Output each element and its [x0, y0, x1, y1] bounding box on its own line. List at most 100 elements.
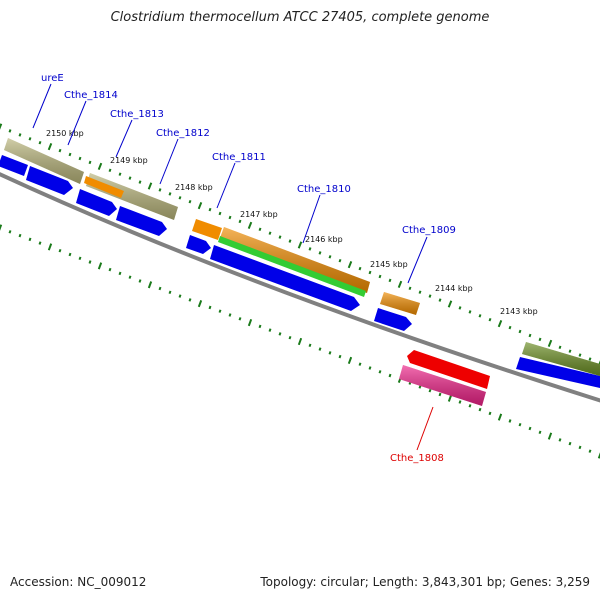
tick-mark — [228, 313, 232, 317]
leader-lines — [32, 83, 434, 451]
tick-mark — [397, 280, 403, 288]
gene-label-cthe1809[interactable]: Cthe_1809 — [402, 225, 456, 236]
tick-mark — [258, 324, 262, 329]
tick-mark — [578, 445, 582, 450]
tick-mark — [8, 129, 12, 133]
tick-mark — [438, 298, 442, 302]
cds-arrow[interactable] — [374, 308, 412, 331]
cds-arrow[interactable] — [186, 235, 211, 254]
gene-label-cthe1808[interactable]: Cthe_1808 — [390, 453, 444, 464]
tick-mark — [297, 337, 303, 346]
tick-mark — [447, 300, 453, 308]
cds-arrow[interactable] — [26, 166, 73, 195]
gene-cthe1813-bar-shade — [86, 173, 178, 220]
tick-mark — [168, 290, 172, 295]
tick-mark — [388, 373, 392, 378]
gene-label-cthe1813[interactable]: Cthe_1813 — [110, 109, 164, 120]
tick-mark — [147, 281, 153, 289]
gene-cthe1810-green-bar[interactable] — [218, 236, 366, 297]
cds-arrow[interactable] — [516, 357, 600, 388]
gene-label-cthe1814[interactable]: Cthe_1814 — [64, 90, 118, 101]
tick-mark — [358, 362, 362, 366]
tick-mark — [318, 251, 322, 255]
tick-mark — [247, 318, 253, 327]
gene-label-cthe1811[interactable]: Cthe_1811 — [212, 152, 266, 163]
tick-mark — [268, 231, 272, 235]
tick-mark — [178, 196, 182, 200]
tick-mark — [568, 349, 572, 353]
gene-cthe1811-bar[interactable] — [192, 219, 222, 240]
leader-line-cthe1813 — [115, 119, 133, 158]
tick-mark — [168, 192, 172, 196]
tick-mark — [18, 133, 22, 137]
tick-mark — [78, 156, 82, 161]
tick-mark — [28, 237, 32, 242]
tick-mark — [518, 422, 522, 427]
gene-cthe1810-bar-shade — [220, 227, 370, 293]
kbp-label: 2148 kbp — [175, 183, 213, 192]
tick-mark — [558, 438, 562, 442]
tick-mark — [528, 333, 532, 338]
tick-mark — [488, 411, 492, 416]
tick-mark — [47, 143, 53, 151]
kbp-label: 2149 kbp — [110, 156, 148, 165]
tick-mark — [538, 337, 542, 342]
gene-cthe1809-bar-shade — [380, 292, 420, 315]
tick-mark — [468, 404, 472, 408]
tick-mark — [58, 248, 62, 253]
tick-rows — [0, 123, 600, 459]
tick-mark — [158, 286, 162, 291]
tick-mark — [268, 328, 272, 332]
tick-mark — [338, 354, 342, 359]
tick-mark — [0, 224, 3, 231]
gene-olive-bar-shade — [522, 342, 600, 376]
tick-mark — [428, 294, 432, 298]
tick-mark — [538, 430, 542, 435]
cds-arrow[interactable] — [210, 245, 360, 311]
cds-arrow[interactable] — [0, 155, 28, 176]
tick-mark — [197, 202, 203, 210]
tick-mark — [497, 320, 503, 328]
tick-mark — [278, 235, 282, 239]
tick-mark — [468, 310, 472, 314]
gene-label-cthe1810[interactable]: Cthe_1810 — [297, 184, 351, 195]
tick-mark — [347, 261, 353, 269]
tick-mark — [288, 335, 292, 340]
tick-mark — [518, 329, 522, 334]
kbp-label: 2143 kbp — [500, 307, 538, 316]
tick-mark — [428, 388, 432, 393]
tick-mark — [458, 306, 462, 310]
tick-mark — [138, 180, 142, 184]
leader-line-cthe1808 — [416, 406, 434, 451]
gene-label-ureE[interactable]: ureE — [41, 73, 64, 84]
tick-mark — [597, 452, 600, 459]
tick-mark — [18, 233, 22, 238]
tick-mark — [8, 230, 12, 234]
gene-label-cthe1812[interactable]: Cthe_1812 — [156, 128, 210, 139]
gene-red-arrow[interactable] — [407, 350, 490, 389]
tick-mark — [78, 256, 82, 261]
tick-mark — [258, 227, 262, 232]
tick-mark — [547, 339, 553, 347]
tick-mark — [68, 152, 72, 157]
kbp-label: 2147 kbp — [240, 210, 278, 219]
chromosome-backbone — [0, 172, 600, 403]
cds-arrow[interactable] — [116, 206, 167, 236]
tick-mark — [38, 140, 42, 145]
gene-cthe1814-bar[interactable] — [84, 176, 124, 198]
tick-mark — [388, 278, 392, 283]
topology-text: Topology: circular; Length: 3,843,301 bp… — [260, 575, 590, 589]
leader-line-ureE — [32, 83, 52, 129]
tick-mark — [338, 258, 342, 263]
cds-arrow[interactable] — [76, 189, 117, 216]
gene-ureE-bar-shade — [4, 138, 84, 184]
kbp-label: 2145 kbp — [370, 260, 408, 269]
tick-mark — [347, 356, 353, 365]
tick-mark — [247, 221, 253, 229]
tick-mark — [178, 294, 182, 298]
tick-mark — [478, 407, 482, 412]
tick-mark — [188, 199, 192, 204]
tick-mark — [128, 176, 132, 180]
leader-line-cthe1814 — [67, 100, 87, 146]
leader-line-cthe1810 — [302, 194, 321, 244]
